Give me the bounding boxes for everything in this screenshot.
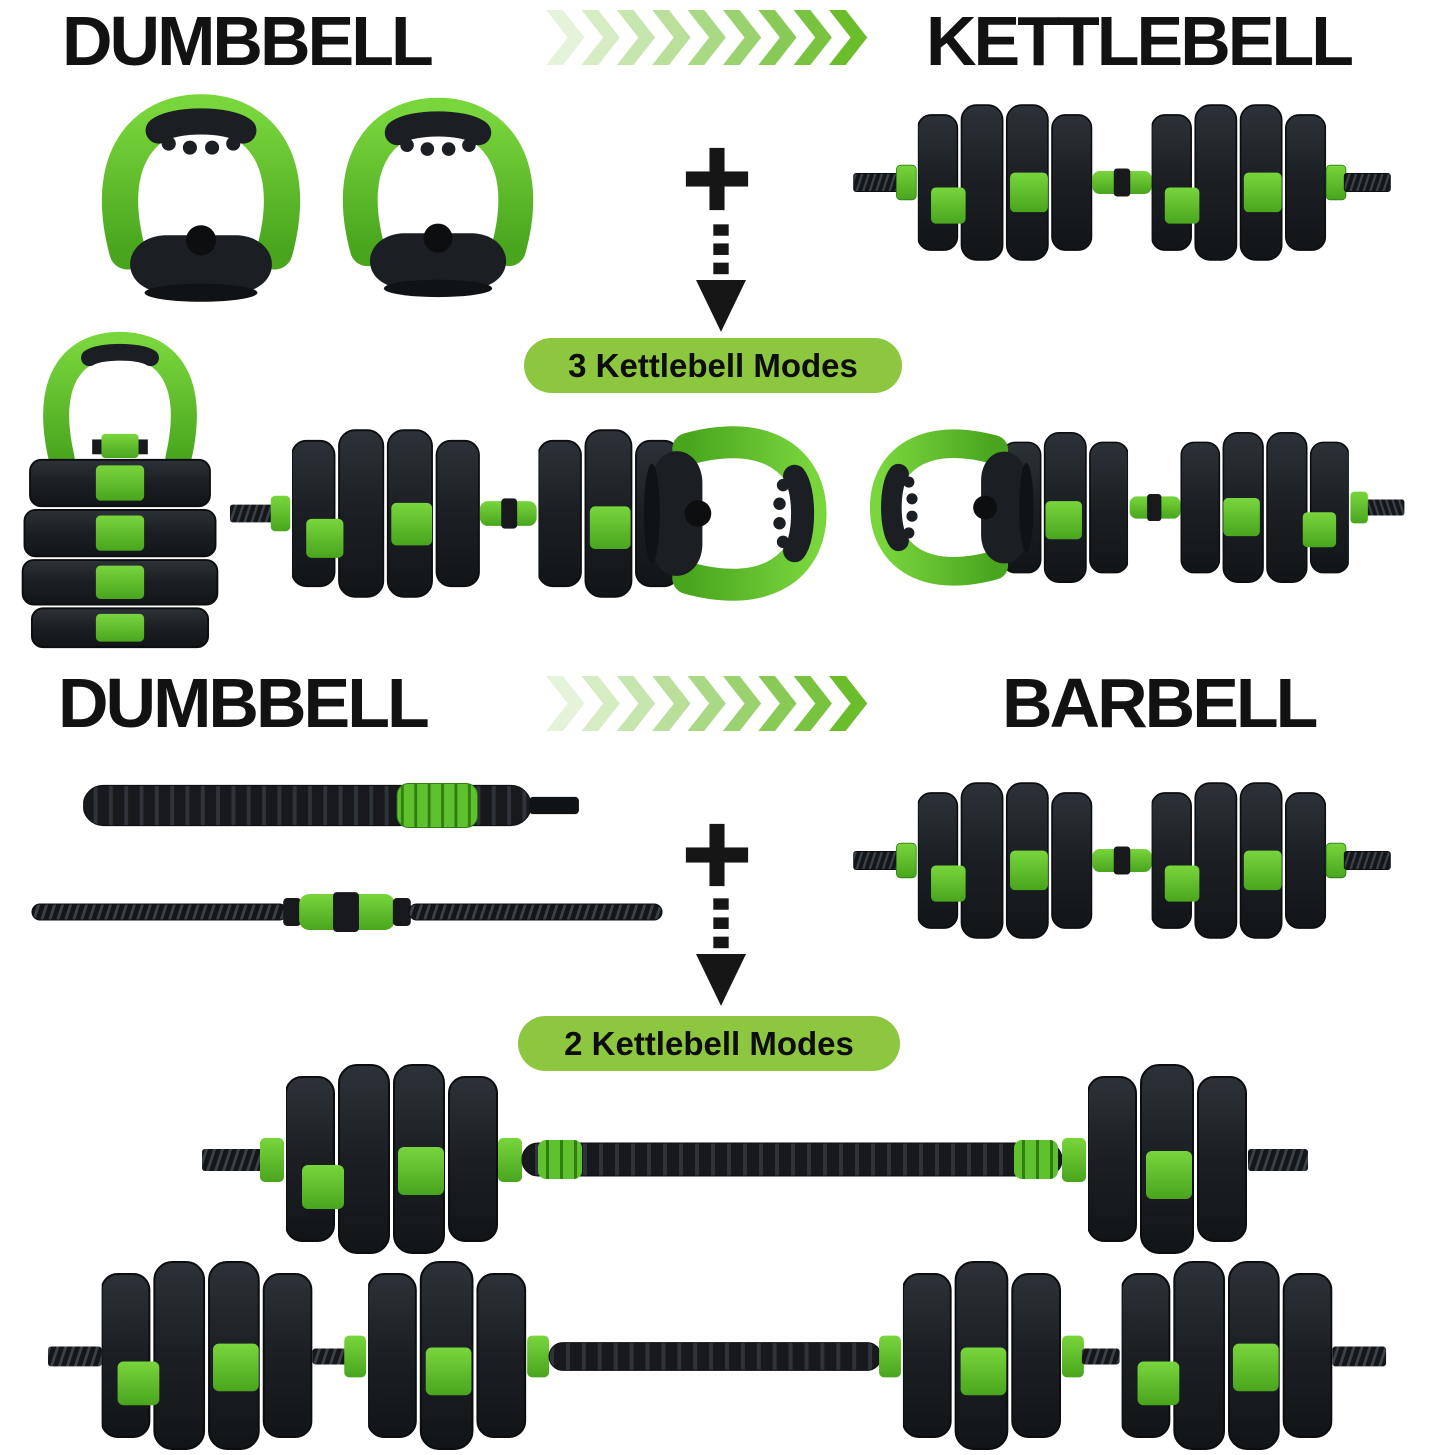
section1-left-title: DUMBBELL [62,2,434,80]
short-barbell-illustration [172,1054,1312,1264]
plus-icon [684,146,750,212]
dumbbell-illustration [852,778,1392,943]
dumbbell-with-handle-mirrored-svg [858,420,1406,595]
threaded-bar-illustration [28,884,666,940]
stacked-kettlebell-illustration [4,330,236,650]
section1-right-title: KETTLEBELL [926,2,1354,80]
dashed-down-arrow-icon [696,898,746,1008]
kettlebell-handle-left-illustration [70,88,332,305]
dumbbell-illustration [852,100,1392,265]
chevron-right-arrows-icon [546,676,892,731]
foam-grip-bar-illustration [82,772,582,839]
kettlebell-handle-right-illustration [312,92,564,300]
chevron-right-arrows-icon [546,10,892,65]
plus-icon [684,822,750,888]
dashed-down-arrow-icon [696,224,746,334]
kettlebell-modes-badge: 3 Kettlebell Modes [524,338,902,393]
section2-right-title: BARBELL [1002,664,1318,742]
barbell-modes-badge: 2 Kettlebell Modes [518,1016,900,1071]
section2-left-title: DUMBBELL [58,664,430,742]
dumbbell-with-handle-left-illustration [858,420,1406,595]
dumbbell-with-handle-right-illustration [228,416,840,611]
long-barbell-illustration [46,1256,1398,1455]
